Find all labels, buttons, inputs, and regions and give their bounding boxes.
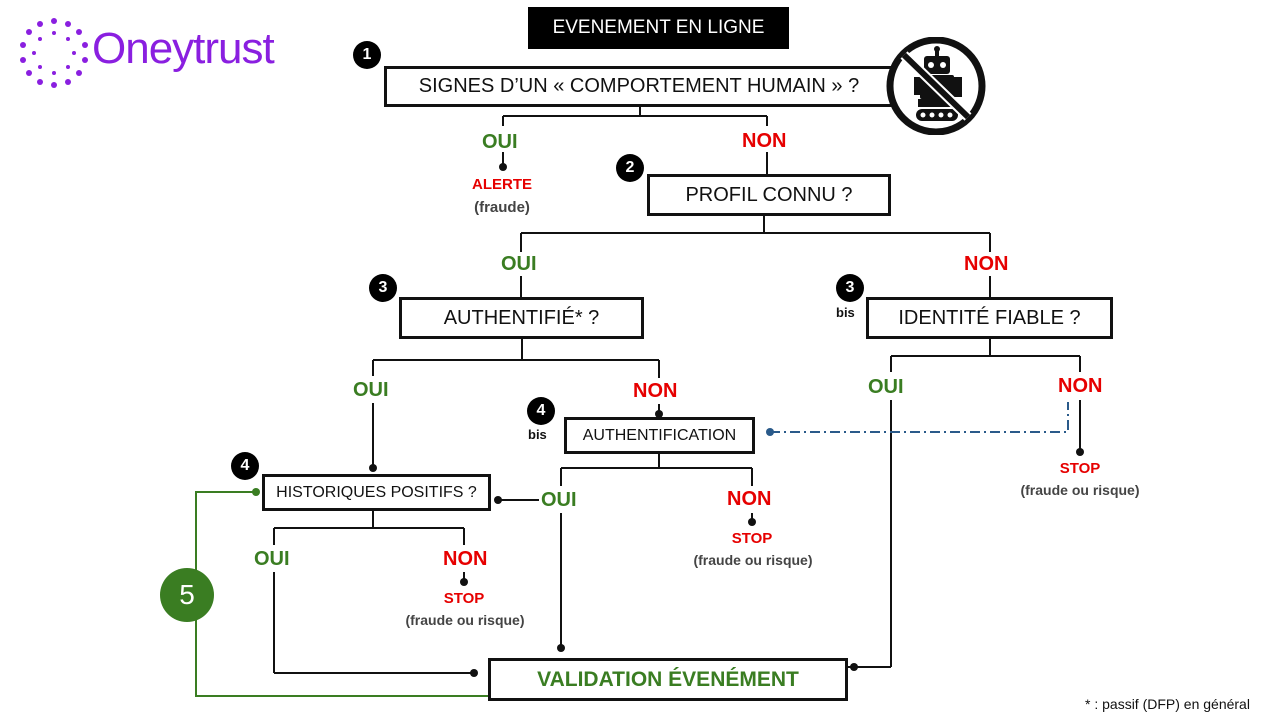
n2-no-label: NON: [964, 253, 1009, 275]
n4-no-label: NON: [443, 548, 488, 570]
stop-n3bis-detail: (fraude ou risque): [1020, 482, 1140, 498]
stop-n4bis-detail: (fraude ou risque): [693, 552, 813, 568]
stop-n3bis-label: STOP: [1059, 460, 1101, 477]
page-title: EVENEMENT EN LIGNE: [528, 7, 789, 49]
node-profil-connu: PROFIL CONNU ?: [647, 174, 891, 216]
step-badge-1: 1: [353, 41, 381, 69]
step-badge-4bis: 4: [527, 397, 555, 425]
stop-n4-label: STOP: [443, 590, 485, 607]
n2-yes-label: OUI: [501, 253, 537, 275]
n1-yes-label: OUI: [482, 131, 518, 153]
no-robot-icon: [886, 37, 986, 135]
dotted-ring-logo-icon: [20, 18, 88, 88]
n3-yes-label: OUI: [353, 379, 389, 401]
n3bis-no-label: NON: [1058, 375, 1103, 397]
step-badge-5: 5: [160, 568, 214, 622]
node-comportement-humain: SIGNES D’UN « COMPORTEMENT HUMAIN » ?: [384, 66, 894, 107]
n4bis-no-label: NON: [727, 488, 772, 510]
n4bis-yes-label: OUI: [541, 489, 577, 511]
n4-yes-label: OUI: [254, 548, 290, 570]
step-badge-3: 3: [369, 274, 397, 302]
bis-label-3: bis: [836, 305, 855, 320]
node-authentifie: AUTHENTIFIÉ* ?: [399, 297, 644, 339]
step-badge-2: 2: [616, 154, 644, 182]
footnote: * : passif (DFP) en général: [1085, 696, 1250, 712]
bis-label-4: bis: [528, 427, 547, 442]
alerte-label: ALERTE: [472, 176, 532, 193]
stop-n4-detail: (fraude ou risque): [405, 612, 525, 628]
step-badge-4: 4: [231, 452, 259, 480]
node-historiques-positifs: HISTORIQUES POSITIFS ?: [262, 474, 491, 511]
n3-no-label: NON: [633, 380, 678, 402]
step-badge-3bis: 3: [836, 274, 864, 302]
node-validation-evenement: VALIDATION ÉVENÉMENT: [488, 658, 848, 701]
n1-no-label: NON: [742, 130, 787, 152]
node-authentification: AUTHENTIFICATION: [564, 417, 755, 454]
brand-logo-text: Oneytrust: [92, 24, 275, 73]
n3bis-yes-label: OUI: [868, 376, 904, 398]
alerte-detail: (fraude): [474, 199, 530, 216]
stop-n4bis-label: STOP: [731, 530, 773, 547]
node-identite-fiable: IDENTITÉ FIABLE ?: [866, 297, 1113, 339]
